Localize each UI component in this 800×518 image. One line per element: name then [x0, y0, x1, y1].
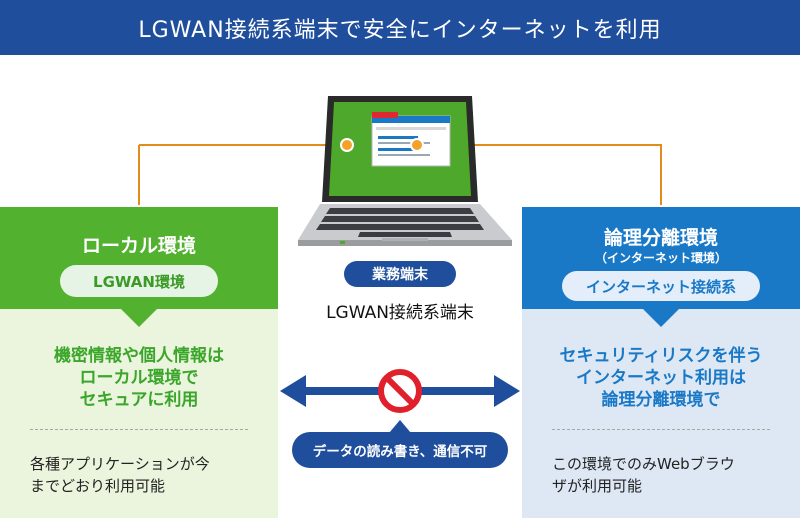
- highlight-line: 論理分離環境で: [601, 390, 721, 410]
- right-connector-dot: [410, 138, 424, 152]
- left-divider: [30, 429, 248, 430]
- restriction-pill-notch: [389, 420, 411, 433]
- laptop-illustration: [298, 96, 512, 246]
- local-environment-highlight: 機密情報や個人情報は ローカル環境で セキュアに利用: [0, 345, 278, 411]
- local-environment-header: ローカル環境 LGWAN環境: [0, 207, 278, 309]
- logical-separation-panel: 論理分離環境 （インターネット環境） インターネット接続系 セキュリティリスクを…: [522, 207, 800, 518]
- prohibition-icon: [378, 369, 422, 413]
- lgwan-terminal-caption: LGWAN接続系端末: [326, 303, 474, 323]
- left-connector-line: [139, 144, 347, 146]
- business-terminal-badge: 業務端末: [344, 261, 456, 287]
- logical-separation-subtitle: （インターネット環境）: [594, 251, 727, 265]
- local-environment-panel: ローカル環境 LGWAN環境 機密情報や個人情報は ローカル環境で セキュアに利…: [0, 207, 278, 518]
- restriction-pill: データの読み書き、通信不可: [292, 432, 508, 468]
- highlight-line: インターネット利用は: [576, 368, 746, 388]
- local-environment-notch: [121, 309, 157, 327]
- description-line: までどおり利用可能: [30, 477, 166, 495]
- laptop-keyboard: [316, 208, 484, 237]
- logical-separation-notch: [643, 309, 679, 327]
- logical-separation-title: 論理分離環境: [603, 227, 718, 249]
- internet-connection-pill: インターネット接続系: [562, 271, 760, 301]
- right-divider: [552, 429, 770, 430]
- description-line: 各種アプリケーションが今: [30, 455, 210, 473]
- highlight-line: ローカル環境で: [79, 368, 199, 388]
- page-title: LGWAN接続系端末で安全にインターネットを利用: [138, 17, 662, 43]
- logical-separation-header: 論理分離環境 （インターネット環境） インターネット接続系: [522, 207, 800, 309]
- blocked-data-arrow: [280, 369, 520, 413]
- logical-separation-highlight: セキュリティリスクを伴う インターネット利用は 論理分離環境で: [522, 345, 800, 411]
- left-connector-drop: [138, 145, 140, 205]
- description-line: ザが利用可能: [552, 477, 643, 495]
- title-banner: LGWAN接続系端末で安全にインターネットを利用: [0, 0, 800, 55]
- highlight-line: セキュアに利用: [79, 390, 199, 410]
- highlight-line: 機密情報や個人情報は: [54, 346, 224, 366]
- local-environment-title: ローカル環境: [81, 235, 196, 257]
- lgwan-environment-pill: LGWAN環境: [60, 265, 218, 297]
- logical-separation-description: この環境でのみWebブラウ ザが利用可能: [552, 453, 782, 497]
- right-connector-drop: [660, 145, 662, 205]
- highlight-line: セキュリティリスクを伴う: [559, 346, 763, 366]
- local-environment-description: 各種アプリケーションが今 までどおり利用可能: [30, 453, 260, 497]
- left-connector-dot: [340, 138, 354, 152]
- description-line: この環境でのみWebブラウ: [552, 455, 735, 473]
- browser-window-icon: [371, 112, 451, 167]
- right-connector-line: [418, 144, 662, 146]
